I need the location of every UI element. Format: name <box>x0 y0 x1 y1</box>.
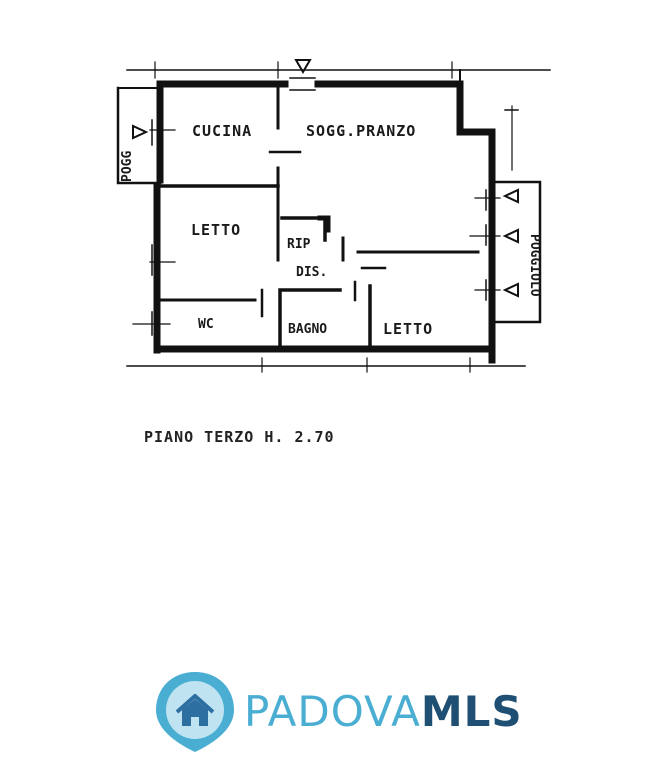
map-pin-icon <box>156 672 234 752</box>
room-label-letto-left: LETTO <box>191 221 241 239</box>
house-icon <box>175 694 215 726</box>
room-label-dis: DIS. <box>296 265 327 280</box>
brand-name-light: PADOVA <box>244 687 421 736</box>
wall-bagno <box>278 288 342 351</box>
brand-name-bold: MLS <box>420 687 523 736</box>
balcony-left <box>116 86 162 185</box>
wall-top-right <box>456 80 496 149</box>
balcony-right <box>490 180 542 324</box>
entrance-marker <box>294 59 312 74</box>
room-label-cucina: CUCINA <box>192 122 252 140</box>
room-label-soggiorno: SOGG.PRANZO <box>306 122 416 140</box>
room-label-letto-right: LETTO <box>383 320 433 338</box>
room-label-wc: WC <box>198 317 214 332</box>
floor-caption: PIANO TERZO H. 2.70 <box>144 428 335 446</box>
room-label-rip: RIP <box>287 237 311 252</box>
brand-name: PADOVAMLS <box>244 691 523 733</box>
room-label-poggiolo-right: POGGIOLO <box>527 234 542 297</box>
padovamls-logo: PADOVAMLS <box>152 670 523 754</box>
wall-left <box>153 80 164 354</box>
floor-plan: CUCINA SOGG.PRANZO LETTO RIP DIS. WC BAG… <box>116 59 551 373</box>
room-label-poggiolo-left: POGG <box>120 151 135 182</box>
room-label-bagno: BAGNO <box>288 322 327 337</box>
